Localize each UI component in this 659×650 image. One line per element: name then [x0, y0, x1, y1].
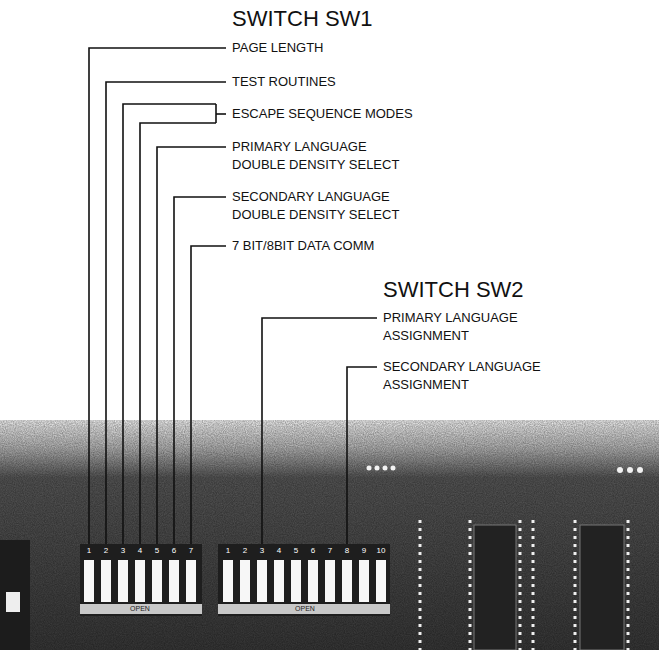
switch-position-number: 1	[81, 546, 97, 556]
switch-function-label: 7 BIT/8BIT DATA COMM	[232, 237, 374, 255]
switch-function-label: PAGE LENGTH	[232, 39, 324, 57]
switch-position-number: 6	[166, 546, 182, 556]
switch-heading: SWITCH SW1	[232, 6, 373, 32]
switch-position-number: 5	[149, 546, 165, 556]
dip-switch-body	[218, 544, 390, 616]
switch-function-label: PRIMARY LANGUAGE ASSIGNMENT	[383, 309, 568, 345]
leader-lines	[89, 48, 377, 544]
switch-open-marking: OPEN	[120, 604, 160, 614]
board-grain	[0, 420, 659, 650]
switch-toggles	[223, 560, 386, 602]
board	[0, 420, 659, 650]
chip-pins	[420, 520, 628, 650]
switch-strip	[218, 604, 390, 614]
switch-position-number: 5	[288, 546, 304, 556]
switch-function-label: ESCAPE SEQUENCE MODES	[232, 105, 413, 123]
switch-open-marking: OPEN	[285, 604, 325, 614]
switch-position-number: 4	[271, 546, 287, 556]
dip-switch-body	[80, 544, 202, 616]
switch-position-number: 1	[220, 546, 236, 556]
switch-position-number: 3	[115, 546, 131, 556]
switch-function-label: TEST ROUTINES	[232, 73, 336, 91]
chips	[474, 525, 624, 650]
switch-position-number: 2	[237, 546, 253, 556]
switch-position-number: 3	[254, 546, 270, 556]
switch-heading: SWITCH SW2	[383, 277, 524, 303]
switch-position-number: 4	[132, 546, 148, 556]
switch-toggles	[84, 560, 196, 602]
switch-position-number: 7	[183, 546, 199, 556]
switch-strip	[80, 604, 202, 614]
switch-position-number: 2	[98, 546, 114, 556]
switch-function-label: SECONDARY LANGUAGE DOUBLE DENSITY SELECT	[232, 188, 417, 224]
switch-position-number: 7	[322, 546, 338, 556]
board-part	[6, 592, 20, 612]
switch-function-label: SECONDARY LANGUAGE ASSIGNMENT	[383, 358, 568, 394]
board-edge	[0, 540, 30, 650]
switch-position-number: 6	[305, 546, 321, 556]
switch-position-number: 8	[339, 546, 355, 556]
switch-function-label: PRIMARY LANGUAGE DOUBLE DENSITY SELECT	[232, 138, 417, 174]
solder-dots	[367, 466, 644, 474]
switch-position-number: 10	[373, 546, 389, 556]
switch-position-number: 9	[356, 546, 372, 556]
